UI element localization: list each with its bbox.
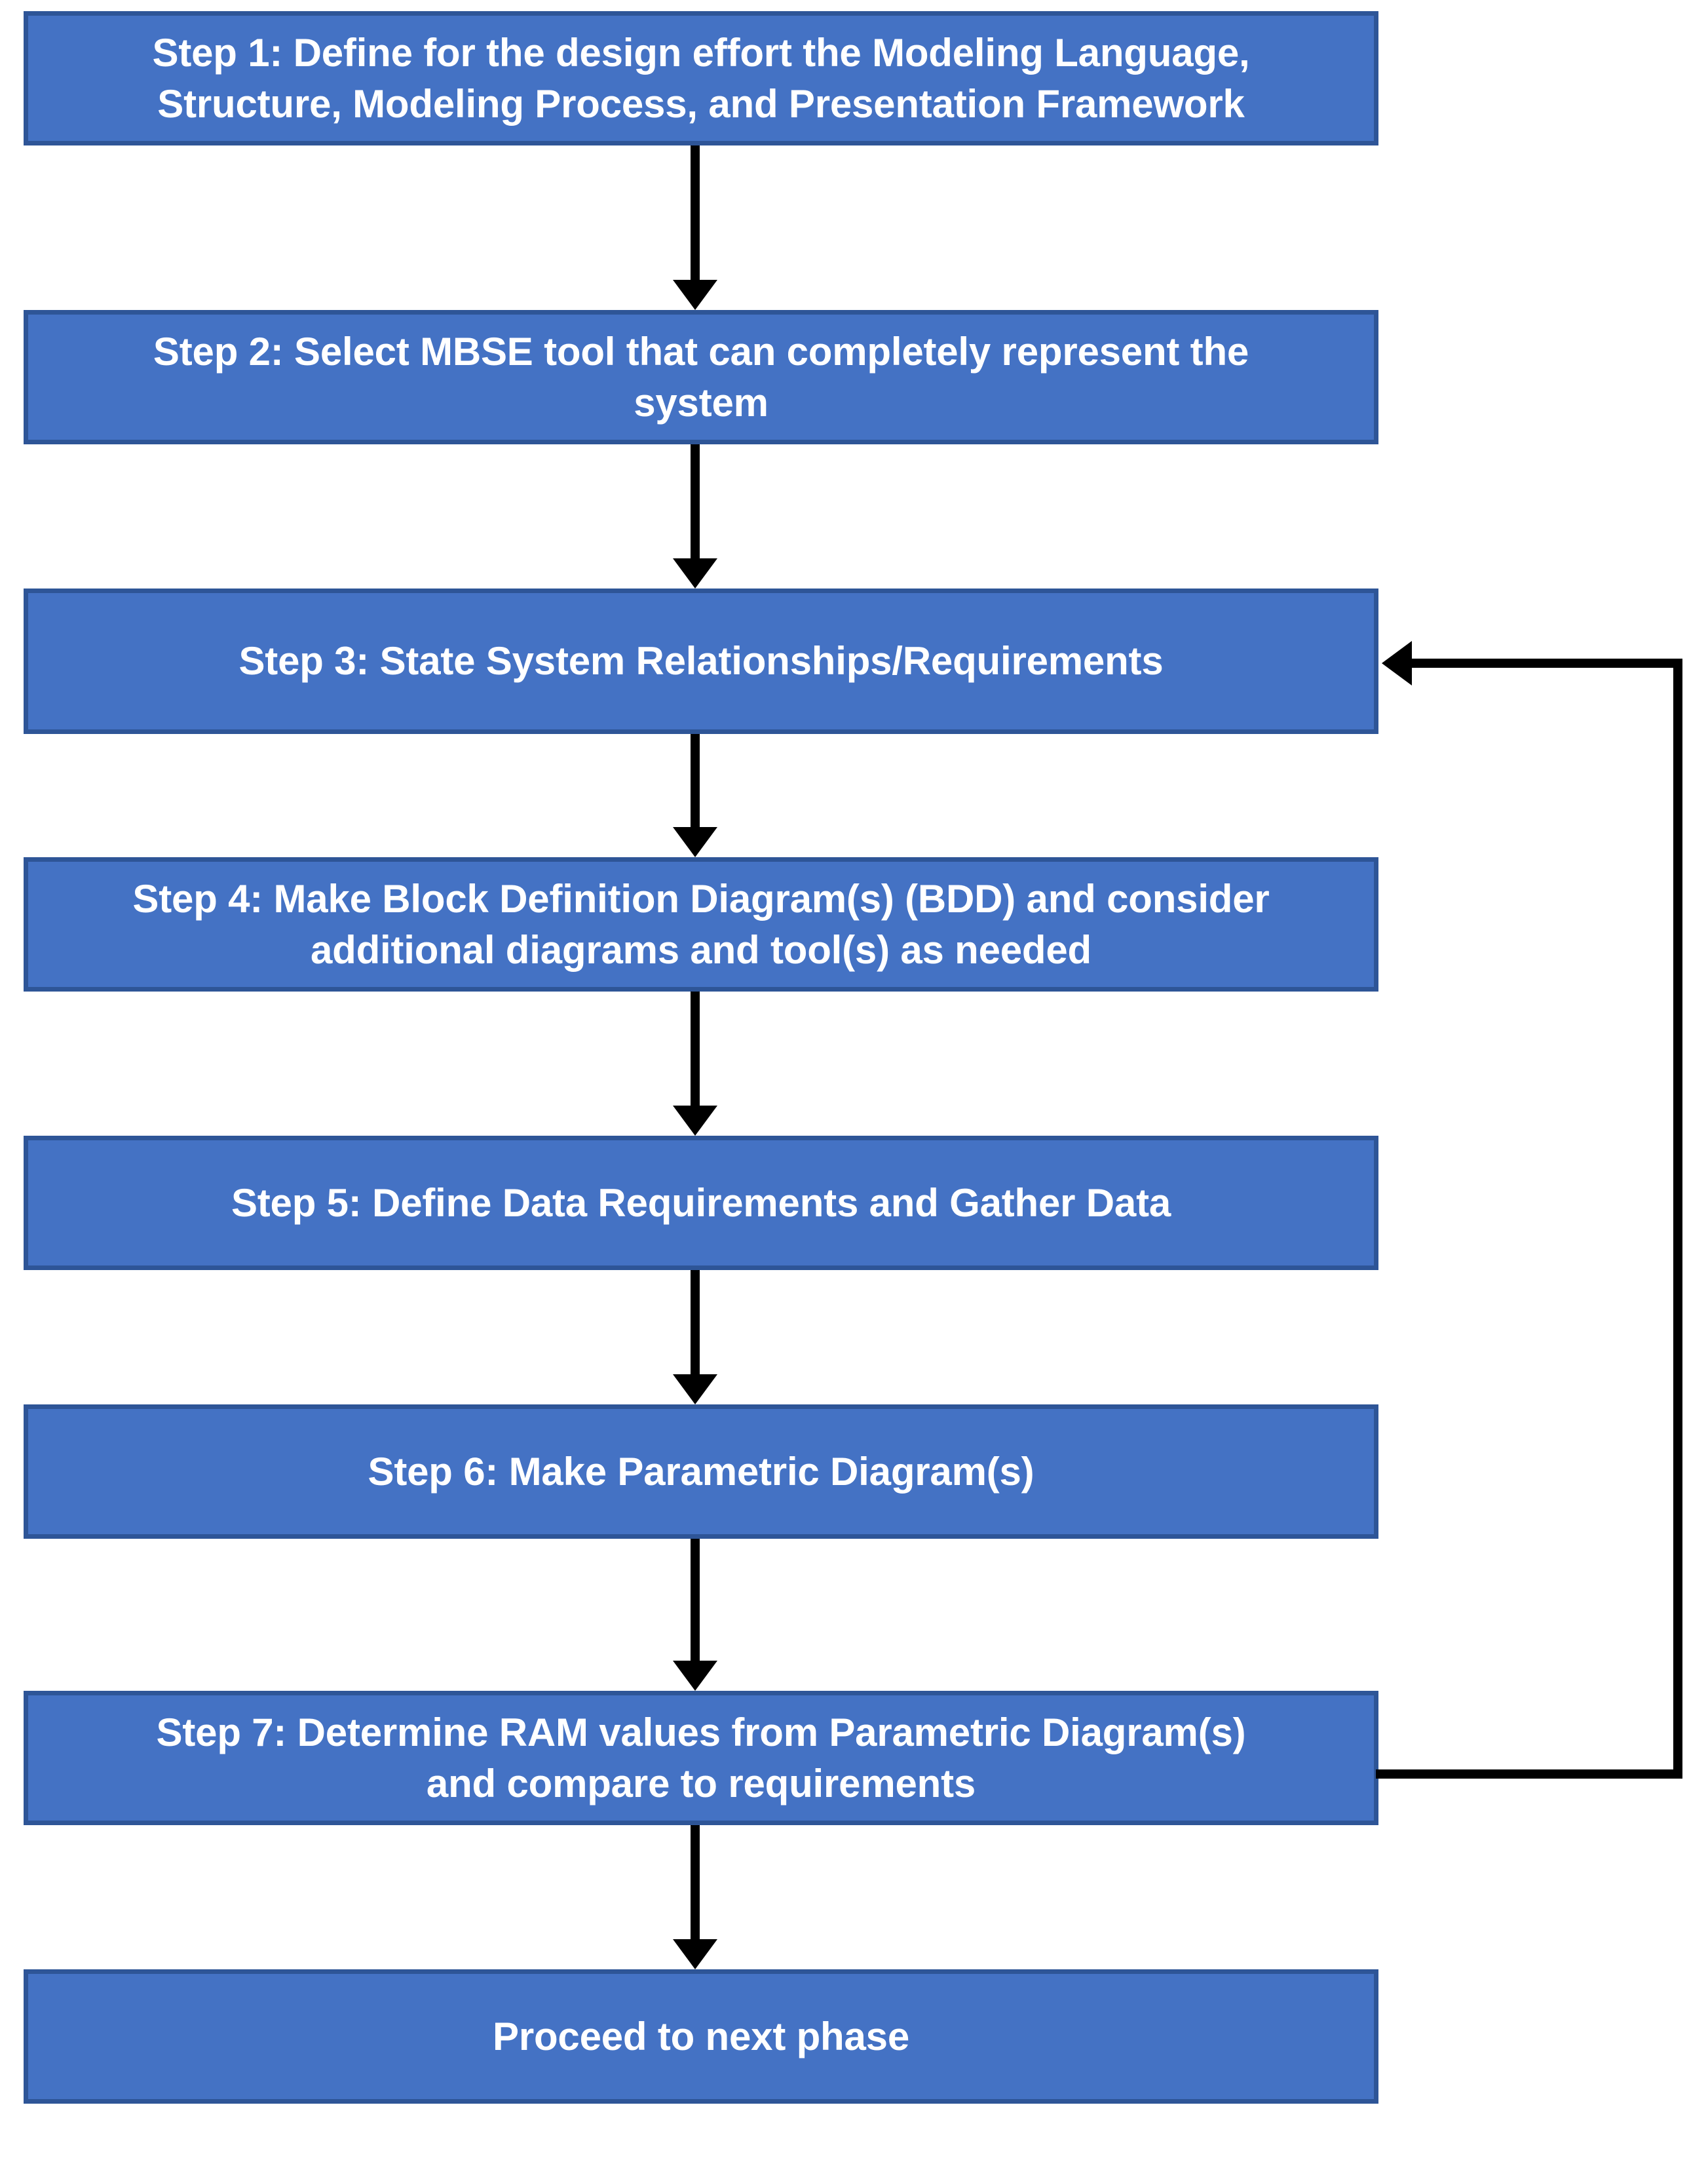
connector-step2-step3-shaft bbox=[691, 444, 700, 562]
connector-step7-proceed-shaft bbox=[691, 1825, 700, 1943]
connector-step4-step5-shaft bbox=[691, 992, 700, 1110]
connector-step3-step4-arrowhead bbox=[673, 827, 717, 857]
flow-node-label: Step 2: Select MBSE tool that can comple… bbox=[153, 329, 1249, 425]
flow-node-label: Step 6: Make Parametric Diagram(s) bbox=[368, 1449, 1034, 1494]
feedback-loop-bottom-segment bbox=[1376, 1769, 1682, 1779]
connector-step5-step6-shaft bbox=[691, 1270, 700, 1378]
flow-node-step-2[interactable]: Step 2: Select MBSE tool that can comple… bbox=[24, 310, 1378, 444]
connector-step5-step6-arrowhead bbox=[673, 1374, 717, 1404]
connector-step4-step5-arrowhead bbox=[673, 1106, 717, 1136]
connector-step3-step4-shaft bbox=[691, 734, 700, 831]
flow-node-step-5[interactable]: Step 5: Define Data Requirements and Gat… bbox=[24, 1136, 1378, 1270]
flow-node-proceed[interactable]: Proceed to next phase bbox=[24, 1969, 1378, 2104]
flow-node-label: Step 7: Determine RAM values from Parame… bbox=[156, 1710, 1246, 1805]
flow-node-step-3[interactable]: Step 3: State System Relationships/Requi… bbox=[24, 589, 1378, 734]
flow-node-step-7[interactable]: Step 7: Determine RAM values from Parame… bbox=[24, 1691, 1378, 1825]
flow-node-label: Proceed to next phase bbox=[493, 2014, 909, 2058]
connector-step2-step3-arrowhead bbox=[673, 558, 717, 589]
flow-node-label: Step 3: State System Relationships/Requi… bbox=[238, 639, 1164, 683]
feedback-loop-vertical-segment bbox=[1673, 659, 1682, 1779]
feedback-loop-top-segment bbox=[1412, 659, 1682, 668]
connector-step7-proceed-arrowhead bbox=[673, 1939, 717, 1969]
feedback-loop-arrowhead bbox=[1382, 641, 1412, 685]
flow-node-label: Step 4: Make Block Definition Diagram(s)… bbox=[132, 876, 1270, 972]
connector-step6-step7-arrowhead bbox=[673, 1661, 717, 1691]
connector-step6-step7-shaft bbox=[691, 1539, 700, 1665]
flow-node-label: Step 5: Define Data Requirements and Gat… bbox=[231, 1180, 1171, 1225]
flow-node-step-4[interactable]: Step 4: Make Block Definition Diagram(s)… bbox=[24, 857, 1378, 992]
flow-node-step-1[interactable]: Step 1: Define for the design effort the… bbox=[24, 11, 1378, 145]
connector-step1-step2-shaft bbox=[691, 145, 700, 284]
flow-node-step-6[interactable]: Step 6: Make Parametric Diagram(s) bbox=[24, 1404, 1378, 1539]
connector-step1-step2-arrowhead bbox=[673, 280, 717, 310]
flow-node-label: Step 1: Define for the design effort the… bbox=[152, 30, 1250, 126]
